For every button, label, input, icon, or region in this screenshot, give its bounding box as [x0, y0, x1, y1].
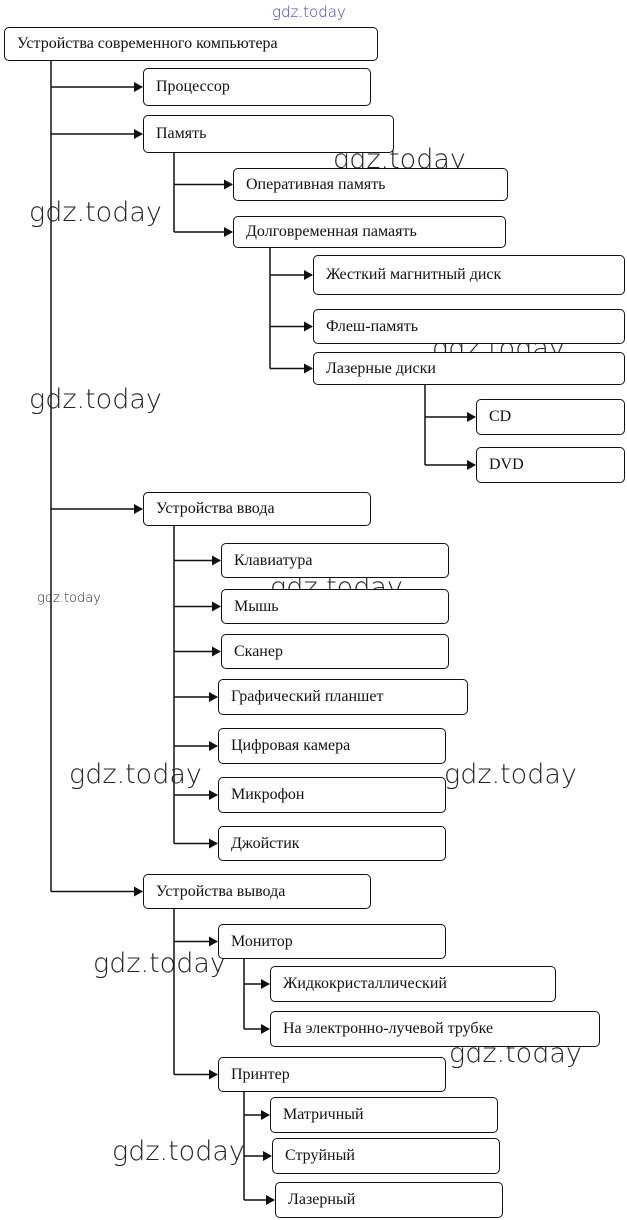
arrowhead-icon [209, 1069, 218, 1080]
arrowhead-icon [304, 270, 313, 280]
node-flash: Флеш-память [313, 309, 625, 344]
arrowhead-icon [261, 1024, 270, 1034]
arrowhead-icon [209, 936, 218, 947]
arrowhead-icon [467, 412, 476, 422]
node-microphone: Микрофон [218, 777, 446, 813]
node-root: Устройства современного компьютера [4, 27, 378, 61]
arrowhead-icon [212, 601, 221, 612]
arrowhead-icon [304, 363, 313, 374]
node-keyboard: Клавиатура [221, 543, 449, 578]
arrowhead-icon [212, 646, 221, 657]
arrowhead-icon [134, 82, 143, 92]
node-hdd: Жесткий магнитный диск [313, 255, 625, 295]
node-optical: Лазерные диски [313, 352, 625, 385]
arrowhead-icon [212, 555, 221, 566]
node-dotmatrix: Матричный [270, 1097, 498, 1133]
arrowhead-icon [224, 179, 233, 190]
node-cpu: Процессор [143, 68, 371, 106]
arrowhead-icon [224, 227, 233, 237]
node-inkjet: Струйный [272, 1138, 500, 1174]
node-lcd: Жидкокристаллический [270, 966, 556, 1002]
node-cd: CD [476, 399, 625, 435]
node-storage: Долговременная памаять [233, 216, 506, 248]
node-printer: Принтер [218, 1057, 446, 1092]
node-camera: Цифровая камера [218, 728, 446, 764]
arrowhead-icon [134, 504, 143, 514]
node-output: Устройства вывода [143, 874, 371, 909]
arrowhead-icon [263, 1151, 272, 1161]
arrowhead-icon [209, 692, 218, 702]
arrowhead-icon [209, 741, 218, 751]
arrowhead-icon [134, 129, 143, 139]
node-joystick: Джойстик [218, 826, 446, 861]
arrowhead-icon [266, 1195, 275, 1205]
arrowhead-icon [304, 321, 313, 332]
arrowhead-icon [209, 838, 218, 849]
node-ram: Оперативная память [233, 168, 508, 201]
node-crt: На электронно-лучевой трубке [270, 1011, 600, 1047]
node-dvd: DVD [476, 447, 625, 483]
node-scanner: Сканер [221, 634, 449, 669]
arrowhead-icon [467, 460, 476, 470]
arrowhead-icon [261, 1110, 270, 1120]
arrowhead-icon [209, 790, 218, 800]
node-monitor: Монитор [218, 924, 446, 959]
arrowhead-icon [261, 979, 270, 989]
node-tablet: Графический планшет [218, 679, 468, 715]
node-laser: Лазерный [275, 1182, 503, 1218]
arrowhead-icon [134, 886, 143, 897]
node-mouse: Мышь [221, 589, 449, 624]
node-input: Устройства ввода [143, 492, 371, 526]
node-memory: Память [143, 115, 394, 153]
